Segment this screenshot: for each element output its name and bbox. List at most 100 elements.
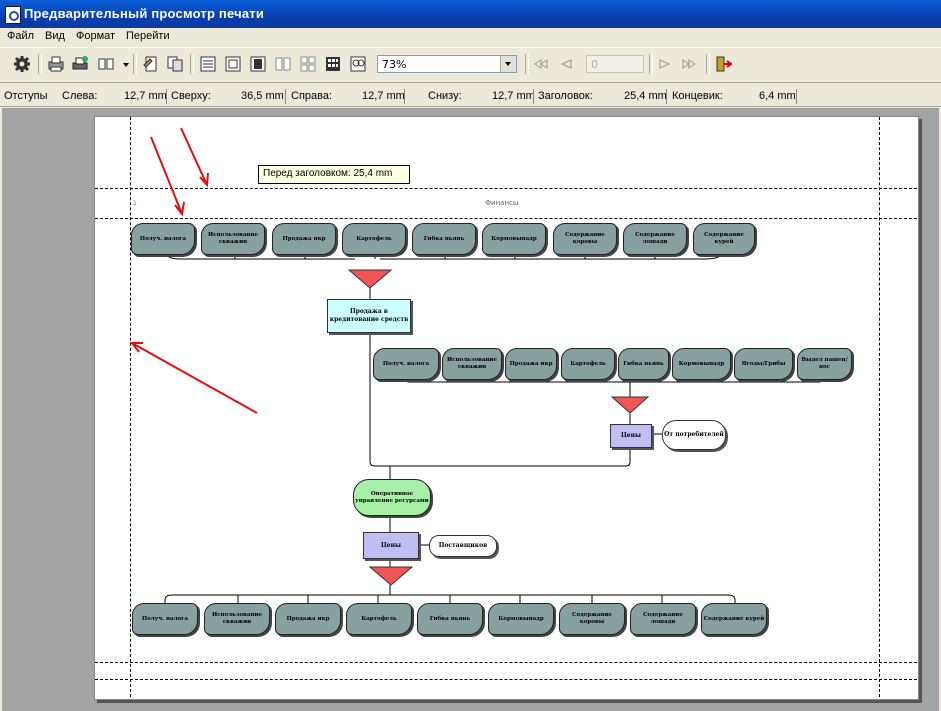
print-icon[interactable] <box>47 55 65 73</box>
four-pages-icon[interactable] <box>299 55 317 73</box>
row3-node[interactable]: Содержание курей <box>701 603 767 635</box>
row2-node[interactable]: Получ. налога <box>373 348 439 380</box>
right-margin-label: Справа: <box>291 90 333 102</box>
consumer-note[interactable]: От потребителей <box>662 420 726 450</box>
margin-tooltip: Перед заголовком: 25,4 mm <box>258 165 410 184</box>
settings-gear-icon[interactable] <box>13 55 31 73</box>
margins-label: Отступы <box>4 90 48 102</box>
bottom-margin-guide[interactable] <box>95 662 917 663</box>
hub-triangle-2[interactable] <box>610 395 650 415</box>
exit-icon[interactable] <box>714 55 732 73</box>
header-guide[interactable] <box>95 188 917 189</box>
chevron-down-icon[interactable] <box>117 55 129 73</box>
print-setup-icon[interactable] <box>71 55 89 73</box>
chevron-down-icon[interactable] <box>500 56 516 72</box>
toolbar-separator <box>649 54 653 74</box>
previous-page-icon[interactable] <box>557 55 575 73</box>
right-margin-value[interactable]: 12,7 mm <box>362 90 405 102</box>
row1-node[interactable]: Картофель <box>342 223 406 255</box>
process-box[interactable]: Продажа в кредитование средств <box>327 299 411 333</box>
price-box[interactable]: Цены <box>363 532 419 559</box>
toolbar-separator <box>38 54 42 74</box>
page-number-field[interactable]: 0 <box>586 55 644 73</box>
supplier-note[interactable]: Поставщиков <box>429 535 497 557</box>
right-margin-guide[interactable] <box>879 117 880 697</box>
page-setup-icon[interactable] <box>142 55 160 73</box>
left-margin-guide[interactable] <box>130 117 131 697</box>
row2-node[interactable]: Выдел пашен/пос <box>797 348 852 380</box>
menu-go[interactable]: Перейти <box>126 30 170 42</box>
many-pages-icon[interactable] <box>324 55 342 73</box>
footer-margin-value[interactable]: 6,4 mm <box>759 90 796 102</box>
field-divider <box>404 89 405 104</box>
row3-node[interactable]: Гибка пьянь <box>417 603 483 635</box>
row1-node[interactable]: Использование скважин <box>201 223 265 255</box>
row1-node[interactable]: Получ. налога <box>131 223 195 255</box>
row1-node[interactable]: Продажа икр <box>272 223 336 255</box>
toolbar-separator <box>525 54 529 74</box>
zoom-pages-icon[interactable] <box>349 55 367 73</box>
page-header-title: Финансы <box>485 199 519 207</box>
row3-node[interactable]: Кормовынадр <box>488 603 554 635</box>
two-pages-icon[interactable] <box>274 55 292 73</box>
title-bar: Предварительный просмотр печати <box>0 0 941 28</box>
left-margin-label: Слева: <box>62 90 98 102</box>
row3-node[interactable]: Получ. налога <box>132 603 198 635</box>
row3-node[interactable]: Продажа икр <box>275 603 341 635</box>
field-divider <box>285 89 286 104</box>
next-page-icon[interactable] <box>656 55 674 73</box>
row2-node[interactable]: Продажа икр <box>505 348 557 380</box>
left-margin-value[interactable]: 12,7 mm <box>124 90 167 102</box>
row2-node[interactable]: Картофель <box>561 348 615 380</box>
row3-node[interactable]: Содержание коровы <box>559 603 625 635</box>
row2-node[interactable]: Кормовынадр <box>672 348 731 380</box>
row2-node[interactable]: Ягоды/Грибы <box>734 348 793 380</box>
print-preview-icon <box>5 6 21 24</box>
toolbar-separator <box>706 54 710 74</box>
menu-bar: Файл Вид Формат Перейти <box>0 28 941 46</box>
zoom-select[interactable]: 73% <box>377 55 517 73</box>
toolbar-separator <box>190 54 194 74</box>
top-margin-guide[interactable] <box>95 218 917 219</box>
row3-node[interactable]: Картофель <box>346 603 412 635</box>
one-page-icon[interactable] <box>249 55 267 73</box>
book-layout-icon[interactable] <box>97 55 115 73</box>
menu-format[interactable]: Формат <box>76 30 116 42</box>
menu-view[interactable]: Вид <box>45 30 65 42</box>
row2-node[interactable]: Гибка пьянь <box>618 348 669 380</box>
bottom-margin-value[interactable]: 12,7 mm <box>492 90 535 102</box>
margins-bar: Отступы Слева: 12,7 mm Сверху: 36,5 mm С… <box>0 88 941 107</box>
page-width-icon[interactable] <box>199 55 217 73</box>
row2-node[interactable]: Использование скважин <box>442 348 502 380</box>
field-divider <box>166 89 167 104</box>
footer-guide[interactable] <box>95 679 917 680</box>
row1-node[interactable]: Содержание лошади <box>623 223 687 255</box>
hub-triangle-3[interactable] <box>368 565 414 587</box>
page-number-value: 0 <box>591 58 598 71</box>
window-title: Предварительный просмотр печати <box>24 6 265 21</box>
row1-node[interactable]: Гибка пьянь <box>412 223 476 255</box>
row1-node[interactable]: Содержание курей <box>693 223 755 255</box>
price-box[interactable]: Цены <box>610 424 652 448</box>
header-margin-value[interactable]: 25,4 mm <box>624 90 667 102</box>
ops-node[interactable]: Оперативное управление ресурсами <box>353 479 431 516</box>
menu-file[interactable]: Файл <box>7 30 35 42</box>
hub-triangle-1[interactable] <box>347 268 393 290</box>
row1-node[interactable]: Кормовынадр <box>482 223 546 255</box>
page-header-number: 1 <box>133 200 137 207</box>
row1-node[interactable]: Содержание коровы <box>553 223 617 255</box>
footer-margin-label: Концевик: <box>672 90 723 102</box>
toolbar-separator <box>133 54 137 74</box>
top-margin-value[interactable]: 36,5 mm <box>241 90 284 102</box>
last-page-icon[interactable] <box>680 55 698 73</box>
zoom-value: 73% <box>382 58 407 71</box>
row3-node[interactable]: Содержание лошади <box>630 603 696 635</box>
tooltip-text: Перед заголовком: 25,4 mm <box>263 168 393 179</box>
copy-pages-icon[interactable] <box>166 55 184 73</box>
first-page-icon[interactable] <box>532 55 550 73</box>
preview-page <box>94 116 919 700</box>
row3-node[interactable]: Использование скважин <box>204 603 270 635</box>
whole-page-icon[interactable] <box>224 55 242 73</box>
